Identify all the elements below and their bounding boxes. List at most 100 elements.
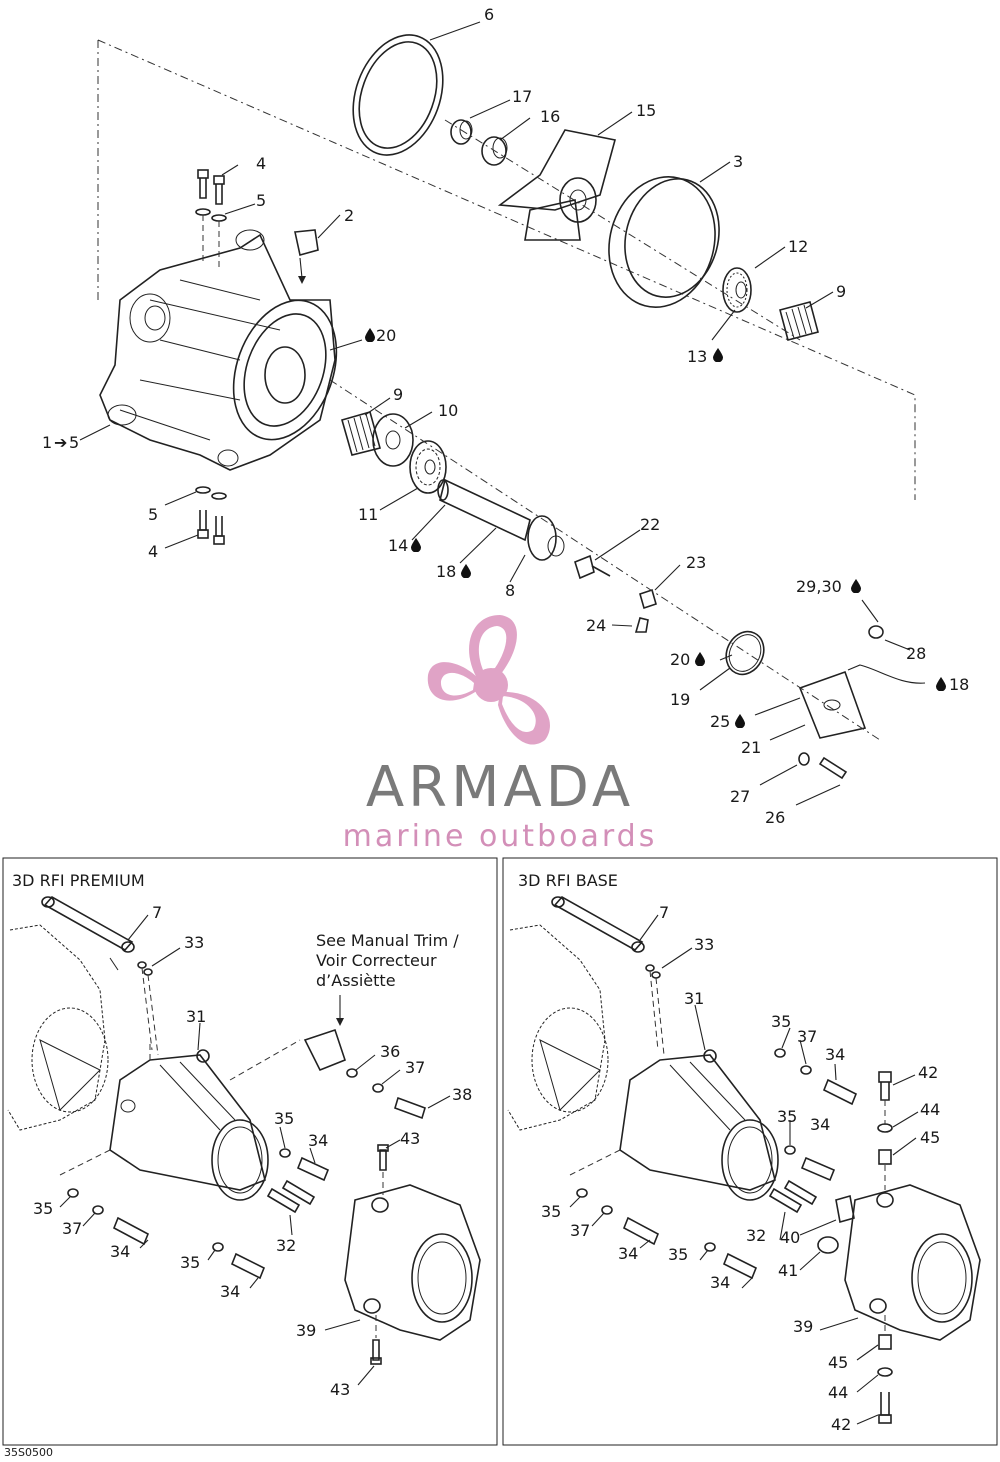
callout-6: 6: [484, 5, 494, 24]
callout-36: 36: [380, 1042, 400, 1061]
callout-35: 35: [274, 1109, 294, 1128]
part-wear-ring: [608, 176, 720, 308]
callout-23: 23: [686, 553, 706, 572]
callout-43: 43: [330, 1380, 350, 1399]
callout-16: 16: [540, 107, 560, 126]
callout-4: 4: [256, 154, 266, 173]
callout-1: 1: [42, 433, 52, 452]
part-washer: [372, 413, 414, 467]
callout-22: 22: [640, 515, 660, 534]
callout-7: 7: [152, 903, 162, 922]
callout-29-30: 29,30: [796, 577, 842, 596]
part-needle-bearing: [341, 411, 381, 456]
part-impeller-shaft: [437, 478, 565, 561]
callout-27: 27: [730, 787, 750, 806]
callout-35: 35: [180, 1253, 200, 1272]
callout-42: 42: [918, 1063, 938, 1082]
part-screw-upper: [195, 169, 227, 270]
callout-12: 12: [788, 237, 808, 256]
callout-34: 34: [810, 1115, 830, 1134]
panel-base: 3D RFI BASE: [507, 871, 981, 1434]
callout-34: 34: [825, 1045, 845, 1064]
callout-40: 40: [780, 1228, 800, 1247]
part-bushing: [481, 136, 508, 166]
callout-45: 45: [920, 1128, 940, 1147]
part-venturi-cone: [798, 670, 867, 739]
callout-18: 18: [436, 562, 456, 581]
part-small-nut: [634, 617, 649, 633]
callout-20: 20: [376, 326, 396, 345]
manual-trim-note-line1: See Manual Trim /: [316, 931, 459, 950]
callout-32: 32: [746, 1226, 766, 1245]
callout-31: 31: [186, 1007, 206, 1026]
oil-drop-icon: [936, 677, 946, 691]
callout-5: 5: [148, 505, 158, 524]
callout-35: 35: [33, 1199, 53, 1218]
manual-trim-note-line2: Voir Correcteur: [316, 951, 437, 970]
callout-44: 44: [828, 1383, 848, 1402]
oil-drop-icon: [713, 348, 723, 362]
panel-premium-title: 3D RFI PREMIUM: [12, 871, 145, 890]
callout-26: 26: [765, 808, 785, 827]
callout-28: 28: [906, 644, 926, 663]
callout-19: 19: [670, 690, 690, 709]
manual-trim-note-line3: d’Assiètte: [316, 971, 396, 990]
callout-31: 31: [684, 989, 704, 1008]
callout-37: 37: [62, 1219, 82, 1238]
callout-35: 35: [771, 1012, 791, 1031]
callout-11: 11: [358, 505, 378, 524]
part-impeller: [497, 129, 616, 241]
callout-39: 39: [296, 1321, 316, 1340]
figure-code: 35S0500: [4, 1446, 53, 1459]
oil-drop-icon: [851, 579, 861, 593]
part-screw-lower: [195, 486, 227, 545]
leader-lines-top: [79, 21, 926, 806]
callout-2: 2: [344, 206, 354, 225]
armada-propeller-logo: [427, 615, 550, 745]
brand-tagline: marine outboards: [343, 819, 658, 854]
callout-32: 32: [276, 1236, 296, 1255]
brand-name: ARMADA: [366, 755, 634, 820]
callout-39: 39: [793, 1317, 813, 1336]
callout-34: 34: [220, 1282, 240, 1301]
callout-37: 37: [797, 1027, 817, 1046]
callout-35: 35: [541, 1202, 561, 1221]
callout-44: 44: [920, 1100, 940, 1119]
oil-drop-icon: [695, 652, 705, 666]
callout-42: 42: [831, 1415, 851, 1434]
callout-37: 37: [570, 1221, 590, 1240]
callout-34: 34: [110, 1242, 130, 1261]
callout-33: 33: [694, 935, 714, 954]
callout-34: 34: [710, 1273, 730, 1292]
callout-43: 43: [400, 1129, 420, 1148]
part-pump-housing: [99, 229, 338, 471]
callout-4: 4: [148, 542, 158, 561]
callout-9: 9: [836, 282, 846, 301]
callout-9: 9: [393, 385, 403, 404]
callout-45: 45: [828, 1353, 848, 1372]
callout-3: 3: [733, 152, 743, 171]
panel-base-title: 3D RFI BASE: [518, 871, 618, 890]
part-cone-screw: [798, 752, 848, 780]
arrow-right-icon: ➔: [54, 433, 67, 452]
callout-20: 20: [670, 650, 690, 669]
part-needle-bearing: [779, 301, 819, 341]
part-cap: [450, 119, 473, 145]
part-seal-ring: [352, 34, 444, 156]
callout-24: 24: [586, 616, 606, 635]
callout-8: 8: [505, 581, 515, 600]
callout-13: 13: [687, 347, 707, 366]
callout-37: 37: [405, 1058, 425, 1077]
part-gear-seal: [722, 267, 752, 313]
callout-5: 5: [256, 191, 266, 210]
part-o-ring: [725, 630, 765, 676]
callout-7: 7: [659, 903, 669, 922]
callout-33: 33: [184, 933, 204, 952]
callout-35: 35: [668, 1245, 688, 1264]
part-cone-plug: [868, 625, 884, 639]
callout-14: 14: [388, 536, 408, 555]
callout-15: 15: [636, 101, 656, 120]
callout-5-range: 5: [69, 433, 79, 452]
oil-drop-icon: [365, 328, 375, 342]
